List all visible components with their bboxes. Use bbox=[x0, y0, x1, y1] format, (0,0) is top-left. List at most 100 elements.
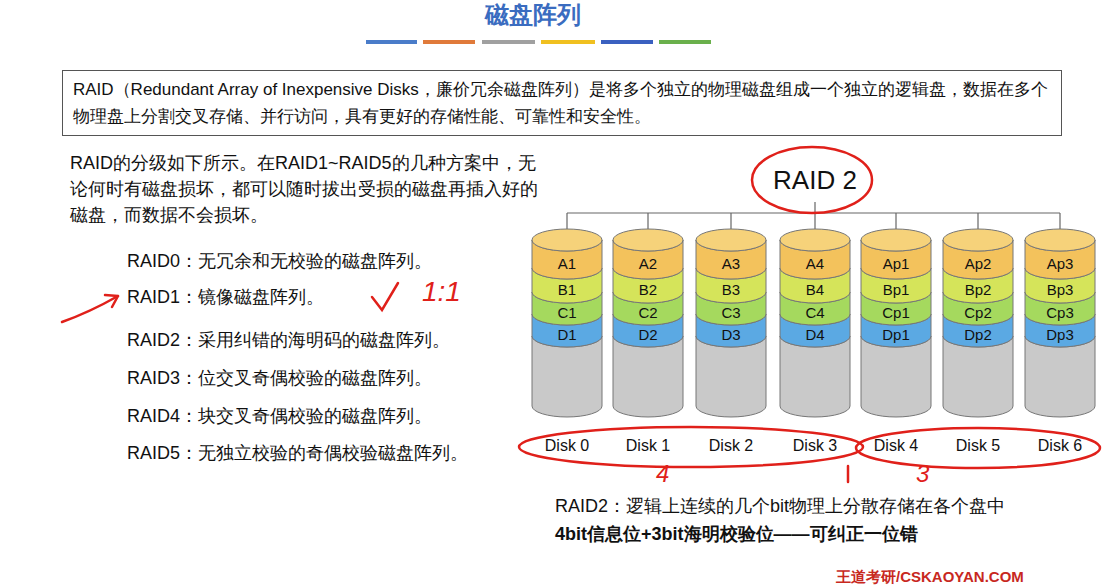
stripe-label: Ap3 bbox=[1047, 255, 1074, 273]
data-stripe: Ap3 bbox=[1025, 254, 1095, 274]
stripe-label: Bp1 bbox=[883, 281, 910, 299]
bus-lines bbox=[567, 202, 1060, 230]
stripe-label: B1 bbox=[558, 281, 576, 299]
stripe-label: Cp2 bbox=[964, 304, 992, 322]
data-stripe: Dp3 bbox=[1025, 325, 1095, 345]
stripe-label: B4 bbox=[806, 281, 824, 299]
stripe-label: B2 bbox=[639, 281, 657, 299]
raid-level-item: RAID5：无独立校验的奇偶校验磁盘阵列。 bbox=[127, 441, 527, 465]
stripe-label: C2 bbox=[638, 304, 657, 322]
data-stripe: Bp3 bbox=[1025, 280, 1095, 300]
data-stripe: Cp2 bbox=[943, 303, 1013, 323]
data-stripe: B3 bbox=[696, 280, 766, 300]
data-stripe: A2 bbox=[613, 254, 683, 274]
slide-title: 磁盘阵列 bbox=[413, 0, 653, 30]
data-stripe: C3 bbox=[696, 303, 766, 323]
data-stripe: Dp2 bbox=[943, 325, 1013, 345]
cylinder-part bbox=[696, 336, 766, 417]
stripe-label: Cp1 bbox=[882, 304, 910, 322]
cylinder-part bbox=[613, 336, 683, 417]
stripe-label: A1 bbox=[558, 255, 576, 273]
data-stripe: B2 bbox=[613, 280, 683, 300]
data-stripe: C1 bbox=[532, 303, 602, 323]
stripe-label: D2 bbox=[638, 326, 657, 344]
data-stripe: A4 bbox=[780, 254, 850, 274]
data-stripe: D2 bbox=[613, 325, 683, 345]
disk-label: Disk 5 bbox=[918, 436, 1038, 456]
disk-cylinder: Disk 5Ap2Bp2Cp2Dp2 bbox=[943, 228, 1013, 468]
cylinder-top bbox=[861, 229, 931, 251]
stripe-label: Ap1 bbox=[883, 255, 910, 273]
disk-label: Disk 0 bbox=[507, 436, 627, 456]
data-stripe: Ap1 bbox=[861, 254, 931, 274]
stripe-label: A3 bbox=[722, 255, 740, 273]
disk-cylinder: Disk 1A2B2C2D2 bbox=[613, 228, 683, 468]
stripe-label: D4 bbox=[805, 326, 824, 344]
handwritten-number: 3 bbox=[916, 462, 940, 486]
note-line: RAID2：逻辑上连续的几个bit物理上分散存储在各个盘中 bbox=[555, 494, 1095, 518]
color-bar bbox=[366, 40, 417, 44]
cylinder-part bbox=[1025, 336, 1095, 417]
disk-cylinder: Disk 4Ap1Bp1Cp1Dp1 bbox=[861, 228, 931, 468]
stripe-label: Bp3 bbox=[1047, 281, 1074, 299]
raid-level-item: RAID1：镜像磁盘阵列。 bbox=[127, 285, 527, 309]
stripe-label: Dp1 bbox=[882, 326, 910, 344]
data-stripe: C2 bbox=[613, 303, 683, 323]
red-annotations bbox=[62, 147, 1100, 482]
disk-cylinder: Disk 2A3B3C3D3 bbox=[696, 228, 766, 468]
stripe-label: D3 bbox=[721, 326, 740, 344]
data-stripe: Cp1 bbox=[861, 303, 931, 323]
raid-level-item: RAID4：块交叉奇偶校验的磁盘阵列。 bbox=[127, 404, 527, 428]
disk-label: Disk 6 bbox=[1000, 436, 1112, 456]
data-stripe: Bp2 bbox=[943, 280, 1013, 300]
cylinder-top bbox=[1025, 229, 1095, 251]
cylinder-top bbox=[613, 229, 683, 251]
disk-label: Disk 3 bbox=[755, 436, 875, 456]
disk-cylinder: Disk 3A4B4C4D4 bbox=[780, 228, 850, 468]
stripe-label: Dp2 bbox=[964, 326, 992, 344]
cylinder-part bbox=[780, 336, 850, 417]
handwritten-note: 1:1 bbox=[422, 276, 482, 308]
definition-text: RAID（Redundant Array of Inexpensive Disk… bbox=[73, 76, 1051, 130]
data-stripe: D4 bbox=[780, 325, 850, 345]
raid-level-item: RAID2：采用纠错的海明码的磁盘阵列。 bbox=[127, 328, 527, 352]
stripe-label: Cp3 bbox=[1046, 304, 1074, 322]
stripe-label: B3 bbox=[722, 281, 740, 299]
intro-paragraph: RAID的分级如下所示。在RAID1~RAID5的几种方案中，无论何时有磁盘损坏… bbox=[70, 150, 550, 228]
data-stripe: B4 bbox=[780, 280, 850, 300]
data-stripe: Ap2 bbox=[943, 254, 1013, 274]
data-stripe: A3 bbox=[696, 254, 766, 274]
data-stripe: Dp1 bbox=[861, 325, 931, 345]
stripe-label: C4 bbox=[805, 304, 824, 322]
cylinder-part bbox=[943, 336, 1013, 417]
cylinder-top bbox=[780, 229, 850, 251]
cylinder-top bbox=[532, 229, 602, 251]
color-bar bbox=[423, 40, 475, 44]
diagram-heading: RAID 2 bbox=[762, 164, 868, 196]
disk-cylinder: Disk 0A1B1C1D1 bbox=[532, 228, 602, 468]
cylinder-top bbox=[696, 229, 766, 251]
definition-box: RAID（Redundant Array of Inexpensive Disk… bbox=[62, 70, 1062, 136]
color-bar bbox=[541, 40, 595, 44]
cylinder-top bbox=[943, 229, 1013, 251]
disk-label: Disk 2 bbox=[671, 436, 791, 456]
stripe-label: D1 bbox=[557, 326, 576, 344]
stripe-label: Ap2 bbox=[965, 255, 992, 273]
data-stripe: C4 bbox=[780, 303, 850, 323]
stripe-label: C1 bbox=[557, 304, 576, 322]
data-stripe: Cp3 bbox=[1025, 303, 1095, 323]
cylinder-part bbox=[532, 336, 602, 417]
color-bar bbox=[601, 40, 653, 44]
color-bar bbox=[659, 40, 711, 44]
cylinder-part bbox=[861, 336, 931, 417]
stripe-label: A4 bbox=[806, 255, 824, 273]
disk-cylinder: Disk 6Ap3Bp3Cp3Dp3 bbox=[1025, 228, 1095, 468]
raid-level-item: RAID0：无冗余和无校验的磁盘阵列。 bbox=[127, 249, 527, 273]
data-stripe: D1 bbox=[532, 325, 602, 345]
handwritten-number: 4 bbox=[656, 462, 680, 486]
raid-level-item: RAID3：位交叉奇偶校验的磁盘阵列。 bbox=[127, 366, 527, 390]
data-stripe: Bp1 bbox=[861, 280, 931, 300]
data-stripe: D3 bbox=[696, 325, 766, 345]
note-line: 4bit信息位+3bit海明校验位——可纠正一位错 bbox=[555, 522, 1095, 546]
